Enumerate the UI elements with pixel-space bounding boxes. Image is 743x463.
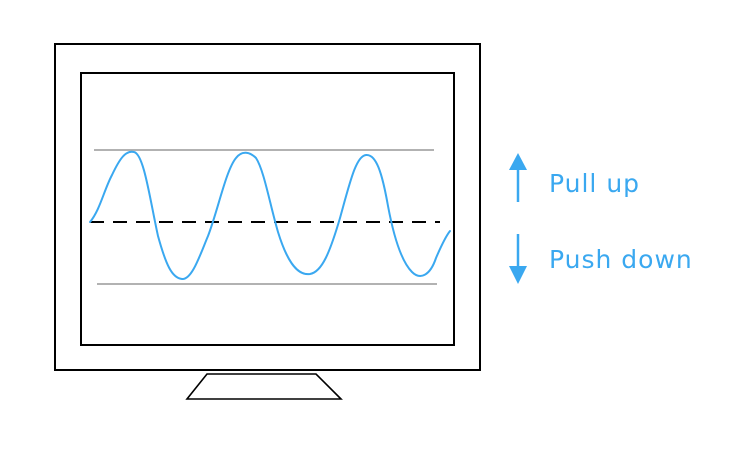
pull-up-label: Pull up [549, 169, 640, 198]
push-down-label: Push down [549, 245, 693, 274]
signal-wave [89, 150, 451, 280]
arrow-down-icon [509, 234, 527, 284]
monitor-stand [185, 373, 343, 400]
monitor-screen [80, 72, 455, 346]
arrow-up-icon [509, 153, 527, 202]
